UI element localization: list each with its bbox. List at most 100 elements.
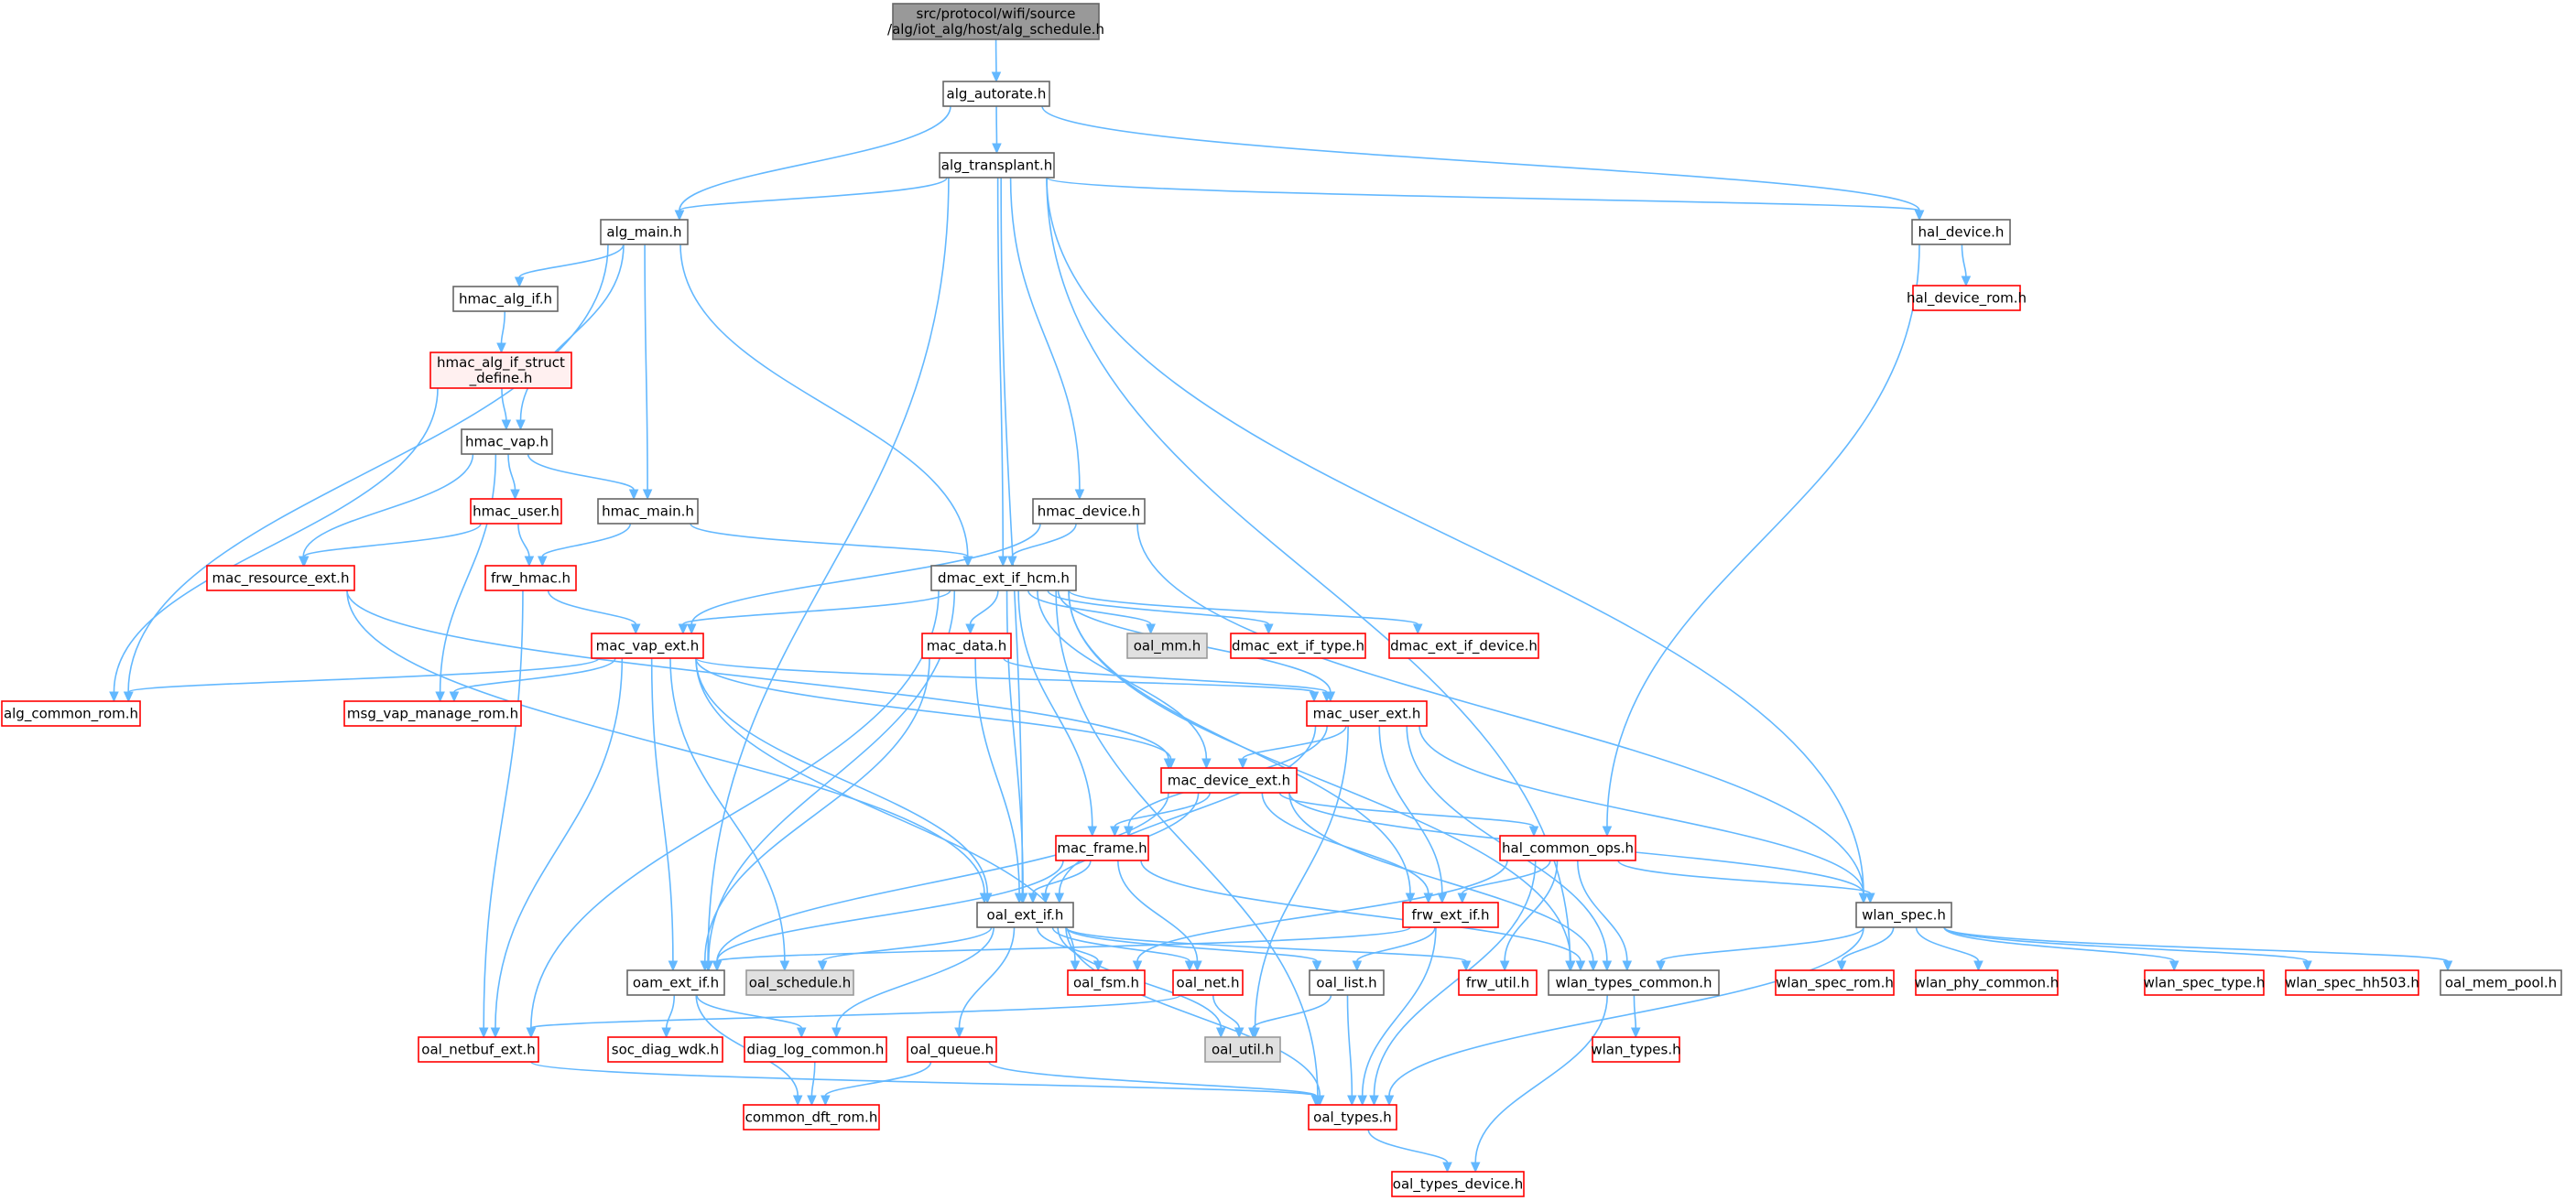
edge-dmac_ext_if_hcm-to-dmac_ext_if_device	[1068, 590, 1423, 635]
node-dmac-ext-if-device[interactable]: dmac_ext_if_device.h	[1388, 633, 1539, 659]
edge-oal_net-to-oal_netbuf_ext	[526, 994, 1181, 1039]
edge-line	[696, 994, 803, 1029]
edge-arrowhead	[1321, 691, 1332, 703]
edge-line	[483, 590, 524, 1029]
node-alg-main[interactable]: alg_main.h	[600, 219, 689, 245]
edge-mac_user_ext-to-wlan_spec	[1418, 725, 1869, 904]
node-label: mac_user_ext.h	[1313, 706, 1421, 723]
node-mac-user-ext[interactable]: mac_user_ext.h	[1306, 700, 1428, 727]
edge-alg_main-to-alg_common_rom	[123, 243, 609, 703]
edge-arrowhead	[965, 623, 975, 635]
node-hmac-vap[interactable]: hmac_vap.h	[461, 428, 553, 455]
node-alg-autorate[interactable]: alg_autorate.h	[942, 81, 1050, 107]
node-box	[461, 428, 553, 455]
node-box	[1204, 1036, 1281, 1063]
node-box	[942, 81, 1050, 107]
node-box	[939, 152, 1055, 179]
edge-line	[1003, 657, 1328, 693]
node-hmac-alg-if[interactable]: hmac_alg_if.h	[452, 286, 559, 312]
node-wlan-types-common[interactable]: wlan_types_common.h	[1548, 969, 1720, 996]
node-label: mac_frame.h	[1057, 840, 1147, 858]
node-mac-data[interactable]: mac_data.h	[921, 633, 1012, 659]
edge-oam_ext_if-to-soc_diag_wdk	[661, 994, 676, 1039]
node-hal-common-ops[interactable]: hal_common_ops.h	[1499, 835, 1636, 861]
edge-mac_device_ext-to-wlan_types_common	[1288, 792, 1599, 972]
node-oal-netbuf-ext[interactable]: oal_netbuf_ext.h	[418, 1036, 539, 1063]
node-msg-vap-manage-rom[interactable]: msg_vap_manage_rom.h	[343, 700, 522, 727]
node-hmac-main[interactable]: hmac_main.h	[597, 498, 699, 525]
node-mac-frame[interactable]: mac_frame.h	[1055, 835, 1149, 861]
edge-line	[500, 310, 506, 344]
node-oal-mem-pool[interactable]: oal_mem_pool.h	[2440, 969, 2562, 996]
node-oal-list[interactable]: oal_list.h	[1309, 969, 1385, 996]
node-oal-ext-if[interactable]: oal_ext_if.h	[976, 902, 1074, 928]
node-label: oal_ext_if.h	[987, 907, 1064, 925]
node-oal-net[interactable]: oal_net.h	[1172, 969, 1244, 996]
node-wlan-spec-hh503[interactable]: wlan_spec_hh503.h	[2285, 969, 2419, 996]
node-soc-diag-wdk[interactable]: soc_diag_wdk.h	[607, 1036, 723, 1063]
node-wlan-spec[interactable]: wlan_spec.h	[1855, 902, 1952, 928]
node-oal-mm[interactable]: oal_mm.h	[1126, 633, 1208, 659]
node-hal-device-rom[interactable]: hal_device_rom.h	[1907, 285, 2027, 311]
edge-arrowhead	[1309, 691, 1320, 703]
node-box	[743, 1104, 880, 1131]
edge-mac_data-to-oam_ext_if	[700, 657, 930, 972]
node-oal-util[interactable]: oal_util.h	[1204, 1036, 1281, 1063]
node-mac-device-ext[interactable]: mac_device_ext.h	[1160, 767, 1298, 794]
edge-arrowhead	[1014, 893, 1025, 904]
edge-wlan_spec-to-oal_types	[1384, 926, 1864, 1107]
node-hmac-device[interactable]: hmac_device.h	[1032, 498, 1146, 525]
edge-line	[501, 387, 507, 421]
edge-line	[1373, 860, 1537, 1097]
node-frw-hmac[interactable]: frw_hmac.h	[484, 565, 577, 591]
edge-alg_transplant-to-wlan_spec	[1046, 177, 1869, 904]
edge-line	[707, 177, 950, 962]
edge-alg_transplant-to-hmac_device	[1009, 177, 1085, 501]
node-wlan-spec-rom[interactable]: wlan_spec_rom.h	[1775, 969, 1895, 996]
node-alg-common-rom[interactable]: alg_common_rom.h	[1, 700, 141, 727]
node-box	[597, 498, 699, 525]
node-wlan-phy-common[interactable]: wlan_phy_common.h	[1915, 969, 2060, 996]
edge-arrowhead	[1215, 1027, 1226, 1039]
node-frw-ext-if[interactable]: frw_ext_if.h	[1402, 902, 1499, 928]
edge-arrowhead	[686, 623, 697, 635]
edge-arrowhead	[1961, 276, 1972, 287]
node-mac-vap-ext[interactable]: mac_vap_ext.h	[591, 633, 704, 659]
node-oam-ext-if[interactable]: oam_ext_if.h	[626, 969, 725, 996]
edge-arrowhead	[1461, 960, 1472, 972]
edge-arrowhead	[1087, 826, 1098, 838]
edge-hmac_vap-to-hmac_user	[507, 453, 520, 501]
node-hmac-alg-if-struct[interactable]: hmac_alg_if_struct_define.h	[429, 352, 572, 389]
node-label: oal_queue.h	[910, 1042, 994, 1059]
node-diag-log-common[interactable]: diag_log_common.h	[744, 1036, 887, 1063]
node-root[interactable]: src/protocol/wifi/source/alg/iot_alg/hos…	[887, 3, 1104, 40]
node-alg-transplant[interactable]: alg_transplant.h	[939, 152, 1055, 179]
edge-oal_list-to-oal_util	[1248, 994, 1332, 1039]
node-wlan-spec-type[interactable]: wlan_spec_type.h	[2144, 969, 2266, 996]
edge-line	[1504, 860, 1559, 962]
node-oal-schedule[interactable]: oal_schedule.h	[745, 969, 854, 996]
node-mac-resource-ext[interactable]: mac_resource_ext.h	[206, 565, 355, 591]
node-oal-fsm[interactable]: oal_fsm.h	[1067, 969, 1146, 996]
node-dmac-ext-if-hcm[interactable]: dmac_ext_if_hcm.h	[930, 565, 1077, 591]
edge-line	[439, 453, 497, 693]
edge-arrowhead	[1357, 1095, 1367, 1107]
edge-mac_frame-to-wlan_types_common	[1140, 860, 1586, 972]
node-label: wlan_spec.h	[1862, 907, 1946, 925]
node-oal-queue[interactable]: oal_queue.h	[907, 1036, 997, 1063]
edge-line	[527, 453, 635, 491]
edge-line	[518, 243, 625, 278]
node-hal-device[interactable]: hal_device.h	[1911, 219, 2011, 245]
edge-line	[974, 657, 1020, 894]
node-oal-types[interactable]: oal_types.h	[1308, 1104, 1397, 1131]
edge-line	[1027, 590, 1152, 625]
node-wlan-types[interactable]: wlan_types.h	[1591, 1036, 1681, 1063]
node-common-dft-rom[interactable]: common_dft_rom.h	[743, 1104, 880, 1131]
node-frw-util[interactable]: frw_util.h	[1458, 969, 1538, 996]
edge-oal_types-to-oal_types_device	[1367, 1129, 1452, 1174]
node-dmac-ext-if-type[interactable]: dmac_ext_if_type.h	[1230, 633, 1366, 659]
node-hmac-user[interactable]: hmac_user.h	[470, 498, 562, 525]
edge-arrowhead	[1405, 893, 1416, 904]
node-oal-types-device[interactable]: oal_types_device.h	[1391, 1171, 1525, 1197]
node-label: hmac_alg_if.h	[459, 291, 552, 308]
